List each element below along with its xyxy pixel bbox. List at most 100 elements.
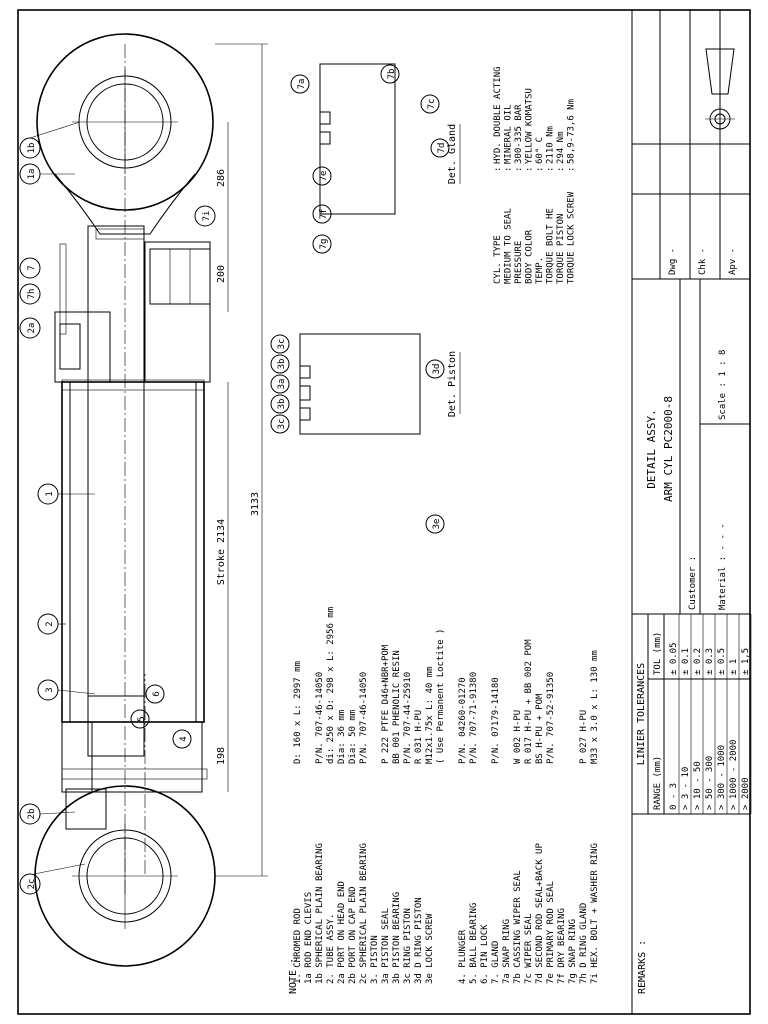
spec-colon: :	[514, 167, 524, 172]
bubble-1: 1	[45, 491, 55, 496]
note-label: NOTE :	[288, 958, 299, 994]
gland-bubble-7c: 7c	[427, 99, 437, 110]
part-name: 7g SNAP RING	[568, 919, 578, 984]
tol-range: 0 - 3	[669, 783, 679, 810]
spec-value: 58,9-73,6 Nm	[567, 99, 577, 164]
gland-bubble-7f: 7f	[319, 209, 329, 220]
spec-label: CYL. TYPE	[493, 235, 503, 284]
spec-value: YELLOW KOMATSU	[525, 88, 535, 164]
dimension-lines: 3133 Stroke 2134 198 200 286	[215, 43, 268, 877]
tol-value: ± 0.3	[705, 648, 715, 675]
gland-bubble-7e: 7e	[319, 171, 329, 182]
spec-colon: :	[556, 167, 566, 172]
bubble-2: 2	[45, 621, 55, 626]
tol-value: ± 1,5	[741, 648, 751, 675]
part-name: 4. PLUNGER	[458, 929, 468, 984]
part-spec: P 222 PTFE D46+NBR+POM	[381, 644, 391, 764]
part-name: 1b SPHERICAL PLAIN BEARING	[315, 843, 325, 984]
bubble-2c: 2c	[27, 879, 37, 890]
piston-section	[87, 695, 145, 757]
spec-label: TORQUE PISTON	[556, 214, 566, 284]
bubble-1b: 1b	[27, 143, 37, 154]
chromed-rod	[87, 225, 145, 697]
tol-range: > 3 - 10	[681, 767, 691, 810]
gland-bubble-7d: 7d	[437, 143, 447, 154]
part-name: 2c SPHERICAL PLAIN BEARING	[359, 843, 369, 984]
title-line-1: DETAIL ASSY.	[645, 409, 658, 488]
part-spec: M33 x 3.0 x L: 130 mm	[590, 650, 600, 764]
specs-block: CYL. TYPE HYD. DOUBLE ACTING: MEDIUM TO SE…	[493, 66, 577, 284]
gland-bubble-7b: 7b	[387, 69, 397, 80]
tol-value: ± 0.5	[717, 648, 727, 675]
spec-value: 2110 Nm	[546, 126, 556, 164]
part-spec: Dia: 36 mm	[337, 710, 347, 764]
bubble-2b: 2b	[27, 809, 37, 820]
projection-symbol	[705, 39, 735, 134]
spec-colon: :	[546, 167, 556, 172]
tol-value: ± 0.05	[669, 642, 679, 675]
part-name: 7h D RING GLAND	[579, 903, 589, 984]
part-name: 7. GLAND	[491, 941, 501, 984]
piston-bubble-3b-2: 3b	[277, 359, 287, 370]
tol-col-range: RANGE (mm)	[653, 756, 663, 810]
spec-label: TORQUE BOLT HE	[546, 208, 556, 284]
part-name: 2b PORT ON CAP END	[348, 886, 358, 984]
spec-label: BODY COLOR	[525, 229, 535, 284]
tolerance-table: LINIER TOLERANCES RANGE (mm) TOL (mm) 0 …	[631, 613, 752, 815]
part-spec: BS H-PU + POM	[535, 693, 545, 764]
piston-bubble-3d: 3d	[432, 364, 442, 375]
bubble-7h: 7h	[27, 289, 37, 300]
detail-gland: Det. Gland 7a 7b 7c 7d 7e 7f 7g	[290, 63, 461, 254]
spec-colon: :	[493, 167, 503, 172]
part-name: 7b CASSING WIPER SEAL	[513, 870, 523, 984]
bubble-7: 7	[27, 265, 37, 270]
part-name: 3b PISTON BEARING	[392, 892, 402, 984]
tol-value: ± 0.2	[693, 648, 703, 675]
tol-range: > 2000	[741, 777, 751, 810]
part-name: 3e LOCK SCREW	[425, 913, 435, 984]
spec-label: TEMP.	[535, 257, 545, 284]
title-line-2: ARM CYL PC2000-8	[662, 396, 675, 502]
tol-range: > 50 - 300	[705, 756, 715, 810]
part-spec: R 017 H-PU + BB 002 POM	[524, 639, 534, 764]
bubble-4: 4	[179, 736, 189, 741]
customer-field: Customer :	[688, 556, 698, 610]
part-name: 7a SNAP RING	[502, 919, 512, 984]
cylinder-tube	[61, 381, 205, 723]
piston-bubble-3b-1: 3b	[277, 399, 287, 410]
apv-field: Apv -	[728, 248, 738, 275]
part-name: 7e PRIMARY ROD SEAL	[546, 881, 556, 984]
spec-value: HYD. DOUBLE ACTING	[493, 66, 503, 164]
part-name: 7f DRY BEARING	[557, 908, 567, 984]
part-spec: Dia: 50 mm	[348, 710, 358, 764]
bubble-5: 5	[137, 716, 147, 721]
part-name: 5. BALL BEARING	[469, 903, 479, 984]
part-name: 2a PORT ON HEAD END	[337, 881, 347, 984]
dim-stroke: Stroke 2134	[216, 519, 227, 585]
bubble-7i: 7i	[202, 211, 212, 222]
det-piston-label: Det. Piston	[447, 351, 458, 417]
tol-title: LINIER TOLERANCES	[636, 663, 647, 765]
dim-200: 200	[216, 265, 227, 283]
spec-value: 60° C	[535, 137, 545, 164]
tol-range: > 1000 - 2000	[729, 740, 739, 810]
part-name: 3a PISTON SEAL	[381, 908, 391, 984]
dim-286: 286	[216, 169, 227, 187]
part-spec: R 031 H-PU	[414, 710, 424, 764]
spec-label: MEDIUM TO SEAL	[504, 208, 514, 284]
dim-198: 198	[216, 747, 227, 765]
part-spec: W 002 H-PU	[513, 710, 523, 764]
bubble-1a: 1a	[27, 169, 37, 180]
gland-bubble-7a: 7a	[297, 79, 307, 90]
part-name: 1a ROD END CLEVIS	[304, 892, 314, 984]
part-name: 3c RING PISTON	[403, 908, 413, 984]
part-name: 6. PIN LOCK	[480, 924, 490, 984]
gland-bubble-7g: 7g	[319, 239, 329, 250]
spec-colon: :	[567, 167, 577, 172]
piston-bubble-3a: 3a	[277, 379, 287, 390]
part-spec: P/N. 07179-14180	[491, 677, 501, 764]
part-spec: P/N. 707-46-14050	[315, 672, 325, 764]
